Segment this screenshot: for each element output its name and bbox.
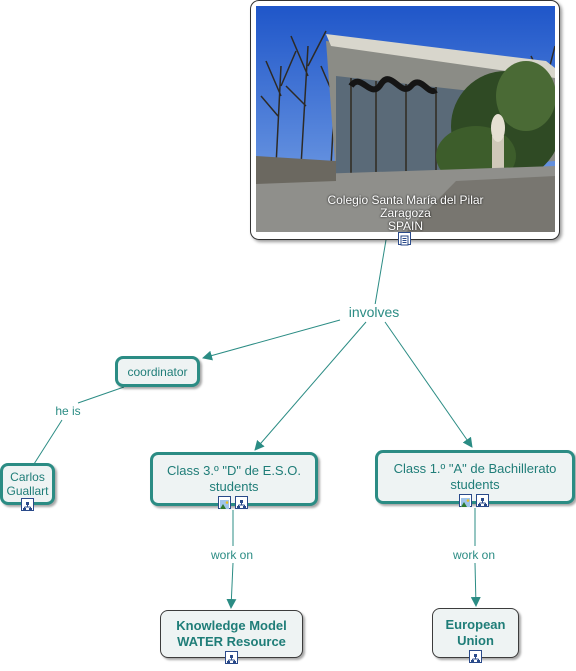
class-eso-label: Class 3.º "D" de E.S.O. students [167, 463, 301, 494]
concept-map-icon[interactable] [476, 494, 489, 507]
line-involves-to-coordinator [202, 319, 341, 361]
concept-class-bachillerato[interactable]: Class 1.º "A" de Bachillerato students [375, 450, 575, 504]
concept-map-icon[interactable] [469, 650, 482, 663]
concept-map-icon[interactable] [225, 651, 238, 664]
school-image-node[interactable]: Colegio Santa María del Pilar Zaragoza S… [250, 0, 560, 246]
class-bach-label: Class 1.º "A" de Bachillerato students [393, 461, 557, 492]
document-icon[interactable] [398, 232, 411, 246]
photo-caption: Colegio Santa María del Pilar Zaragoza S… [327, 193, 484, 233]
line-workon-to-eu [470, 562, 481, 607]
link-involves: involves [346, 304, 402, 320]
concept-coordinator[interactable]: coordinator [115, 356, 200, 387]
concept-map-icon[interactable] [235, 496, 248, 509]
concept-european-union[interactable]: European Union [432, 608, 519, 658]
carlos-label: Carlos Guallart [6, 470, 49, 498]
concept-map-icon[interactable] [21, 498, 34, 511]
concept-knowledge-model[interactable]: Knowledge Model WATER Resource [160, 610, 303, 658]
coordinator-label: coordinator [127, 364, 188, 379]
link-work-on-right: work on [450, 548, 498, 562]
image-icon[interactable] [218, 496, 231, 509]
line-workon-to-knowledge [226, 562, 237, 609]
link-work-on-left: work on [208, 548, 256, 562]
school-photo: Colegio Santa María del Pilar Zaragoza S… [256, 6, 555, 232]
line-coordinator-to-heis [77, 386, 125, 404]
concept-class-eso[interactable]: Class 3.º "D" de E.S.O. students [150, 452, 318, 506]
image-icon[interactable] [459, 494, 472, 507]
school-building-illustration [256, 6, 555, 232]
knowledge-label: Knowledge Model WATER Resource [176, 618, 287, 649]
line-involves-to-bach [384, 321, 473, 448]
line-image-to-involves [374, 239, 387, 306]
eu-label: European Union [445, 617, 506, 648]
line-involves-to-eso [254, 321, 367, 451]
link-he-is: he is [53, 404, 83, 418]
line-heis-to-carlos [33, 419, 63, 465]
